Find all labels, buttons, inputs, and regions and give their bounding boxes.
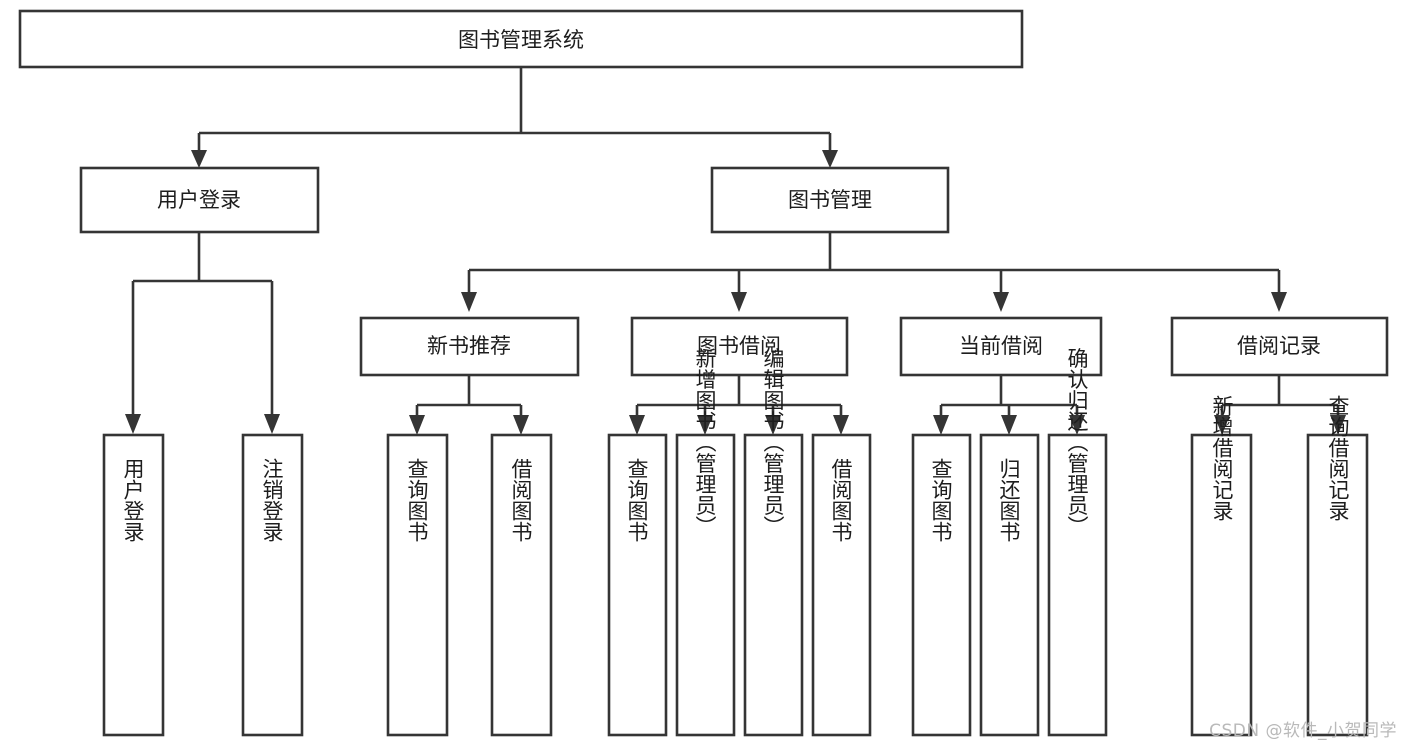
node-leaf-add-book[interactable]: 新增图书（管理员） (675, 348, 736, 737)
arrow-head-leaf-query-book-3 (933, 415, 949, 435)
node-leaf-query-book-3-label: 查询图书 (929, 458, 953, 542)
node-leaf-query-book-2[interactable]: 查询图书 (607, 433, 668, 737)
arrow-head-leaf-add-book (697, 415, 713, 435)
arrow-head-book-borrow (731, 292, 747, 312)
node-leaf-confirm-return-box[interactable] (1047, 433, 1108, 737)
node-leaf-add-book-label: 新增图书（管理员） (693, 348, 717, 537)
connectors-new-book-rec-to-leaves (409, 375, 529, 435)
node-new-book-recommend[interactable]: 新书推荐 (359, 316, 580, 377)
node-book-borrow[interactable]: 图书借阅 (630, 316, 849, 377)
node-user-login-box[interactable] (79, 166, 320, 234)
connectors-user-login-to-leaves (125, 232, 280, 434)
arrow-head-leaf-borrow-book-1 (513, 415, 529, 435)
node-user-login[interactable]: 用户登录 (79, 166, 320, 234)
node-book-manage[interactable]: 图书管理 (710, 166, 950, 234)
node-current-borrow[interactable]: 当前借阅 (899, 316, 1103, 377)
connectors-book-borrow-to-leaves (629, 375, 849, 435)
node-leaf-borrow-book-2-box[interactable] (811, 433, 872, 737)
node-leaf-user-login-label: 用户登录 (121, 458, 145, 542)
node-current-borrow-box[interactable] (899, 316, 1103, 377)
node-leaf-confirm-return-label: 确认归还（管理员） (1065, 348, 1089, 537)
arrow-head-leaf-add-record (1214, 415, 1230, 435)
node-current-borrow-label: 当前借阅 (959, 334, 1043, 358)
connectors-current-borrow-to-leaves (933, 375, 1085, 435)
node-leaf-add-borrow-record-box[interactable] (1190, 433, 1253, 737)
node-leaf-logout-label: 注销登录 (260, 458, 284, 542)
node-borrow-record-box[interactable] (1170, 316, 1389, 377)
node-leaf-logout[interactable]: 注销登录 (241, 433, 304, 737)
arrow-head-leaf-logout (264, 414, 280, 434)
arrow-head-borrow-record (1271, 292, 1287, 312)
node-leaf-query-book-3[interactable]: 查询图书 (911, 433, 972, 737)
node-leaf-borrow-book-1[interactable]: 借阅图书 (490, 433, 553, 737)
node-leaf-query-borrow-record-box[interactable] (1306, 433, 1369, 737)
node-leaf-edit-book[interactable]: 编辑图书（管理员） (743, 348, 804, 737)
node-root-system-box[interactable] (18, 9, 1024, 69)
node-leaf-query-book-2-box[interactable] (607, 433, 668, 737)
connectors-root-to-level2 (191, 67, 838, 168)
node-user-login-label: 用户登录 (157, 188, 241, 212)
node-leaf-borrow-book-2[interactable]: 借阅图书 (811, 433, 872, 737)
connectors-book-manage-to-level3 (461, 232, 1287, 312)
node-book-manage-label: 图书管理 (788, 188, 872, 212)
arrow-head-leaf-query-book-1 (409, 415, 425, 435)
node-leaf-return-book[interactable]: 归还图书 (979, 433, 1040, 737)
node-leaf-query-borrow-record-label: 查询借阅记录 (1326, 395, 1350, 521)
node-leaf-borrow-book-2-label: 借阅图书 (829, 458, 853, 542)
arrow-head-current-borrow (993, 292, 1009, 312)
node-leaf-query-borrow-record[interactable]: 查询借阅记录 (1306, 395, 1369, 737)
node-book-manage-box[interactable] (710, 166, 950, 234)
node-borrow-record-label: 借阅记录 (1237, 334, 1321, 358)
node-leaf-query-book-1[interactable]: 查询图书 (386, 433, 449, 737)
node-new-book-recommend-label: 新书推荐 (427, 334, 511, 358)
connectors-borrow-record-to-leaves (1214, 375, 1346, 435)
arrow-head-leaf-borrow-book-2 (833, 415, 849, 435)
node-leaf-edit-book-label: 编辑图书（管理员） (761, 348, 785, 537)
node-leaf-user-login-box[interactable] (102, 433, 165, 737)
node-root-system-label: 图书管理系统 (458, 28, 584, 52)
node-leaf-return-book-label: 归还图书 (997, 458, 1021, 542)
arrow-head-new-book-rec (461, 292, 477, 312)
node-leaf-query-book-1-label: 查询图书 (405, 458, 429, 542)
arrow-head-user-login (191, 150, 207, 168)
node-leaf-logout-box[interactable] (241, 433, 304, 737)
csdn-watermark: CSDN @软件_小贺同学 (1209, 721, 1397, 741)
node-book-borrow-label: 图书借阅 (697, 334, 781, 358)
node-leaf-query-book-2-label: 查询图书 (625, 458, 649, 542)
arrow-head-leaf-query-book-2 (629, 415, 645, 435)
node-leaf-user-login[interactable]: 用户登录 (102, 433, 165, 737)
node-root-system[interactable]: 图书管理系统 (18, 9, 1024, 69)
node-leaf-return-book-box[interactable] (979, 433, 1040, 737)
node-new-book-recommend-box[interactable] (359, 316, 580, 377)
node-leaf-query-book-1-box[interactable] (386, 433, 449, 737)
arrow-head-book-manage (822, 150, 838, 168)
node-leaf-edit-book-box[interactable] (743, 433, 804, 737)
node-borrow-record[interactable]: 借阅记录 (1170, 316, 1389, 377)
arrow-head-leaf-return-book (1001, 415, 1017, 435)
node-leaf-add-borrow-record[interactable]: 新增借阅记录 (1190, 395, 1253, 737)
node-leaf-query-book-3-box[interactable] (911, 433, 972, 737)
arrow-head-leaf-user-login (125, 414, 141, 434)
node-leaf-borrow-book-1-box[interactable] (490, 433, 553, 737)
arrow-head-leaf-query-record (1330, 415, 1346, 435)
node-leaf-add-book-box[interactable] (675, 433, 736, 737)
arrow-head-leaf-edit-book (765, 415, 781, 435)
node-leaf-borrow-book-1-label: 借阅图书 (509, 458, 533, 542)
arrow-head-leaf-confirm-return (1069, 415, 1085, 435)
node-leaf-confirm-return[interactable]: 确认归还（管理员） (1047, 348, 1108, 737)
node-leaf-add-borrow-record-label: 新增借阅记录 (1210, 395, 1234, 521)
node-book-borrow-box[interactable] (630, 316, 849, 377)
